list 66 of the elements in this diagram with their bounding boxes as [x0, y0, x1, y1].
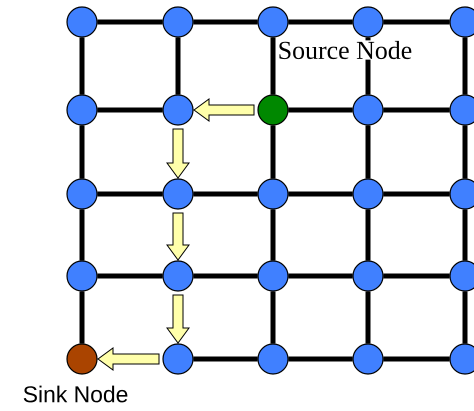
graph-node — [162, 343, 194, 375]
grid-line — [98, 274, 162, 278]
grid-line — [80, 38, 84, 94]
grid-line — [80, 210, 84, 260]
graph-node — [257, 6, 289, 38]
grid-line — [98, 108, 162, 112]
graph-node — [257, 260, 289, 292]
grid-line — [288, 356, 352, 362]
grid-line — [462, 38, 468, 94]
graph-node — [66, 178, 98, 210]
graph-node — [449, 94, 474, 126]
graph-node — [66, 94, 98, 126]
grid-line — [384, 356, 450, 362]
grid-line — [288, 20, 352, 24]
grid-line — [270, 126, 276, 178]
graph-node — [66, 260, 98, 292]
graph-node — [352, 178, 384, 210]
graph-node — [449, 6, 474, 38]
grid-line — [194, 274, 258, 278]
grid-line — [270, 210, 276, 260]
grid-line — [194, 20, 258, 24]
grid-line — [270, 292, 276, 344]
graph-node — [162, 6, 194, 38]
graph-node — [257, 178, 289, 210]
graph-node — [352, 6, 384, 38]
grid-line — [80, 126, 84, 178]
graph-node — [449, 343, 474, 375]
grid-line — [288, 192, 352, 196]
grid-line — [288, 108, 352, 112]
grid-line — [384, 274, 450, 278]
grid-line — [384, 20, 450, 24]
grid-line — [194, 356, 258, 362]
grid-line — [176, 38, 180, 94]
node-label: Sink Node — [22, 385, 129, 403]
graph-node — [66, 6, 98, 38]
grid-line — [384, 108, 450, 112]
grid-line — [194, 192, 258, 196]
grid-line — [366, 292, 370, 344]
graph-node — [162, 260, 194, 292]
grid-line — [98, 20, 162, 24]
grid-line — [80, 292, 84, 344]
block-arrow — [166, 294, 190, 344]
graph-node — [257, 94, 289, 126]
graph-node — [257, 343, 289, 375]
block-arrow — [97, 347, 160, 371]
graph-node — [449, 178, 474, 210]
graph-node — [162, 178, 194, 210]
graph-node — [162, 94, 194, 126]
grid-line — [270, 38, 276, 94]
block-arrow — [166, 212, 190, 261]
graph-node — [66, 343, 98, 375]
grid-line — [366, 126, 370, 178]
graph-node — [449, 260, 474, 292]
graph-node — [352, 343, 384, 375]
grid-line — [98, 192, 162, 196]
graph-node — [352, 94, 384, 126]
graph-node — [352, 260, 384, 292]
block-arrow — [166, 128, 190, 179]
block-arrow — [193, 98, 254, 122]
grid-line — [462, 126, 468, 178]
grid-line — [462, 210, 468, 260]
grid-line — [462, 292, 468, 344]
label-text: Source Node — [277, 40, 413, 60]
grid-line — [384, 192, 450, 196]
grid-line — [366, 210, 370, 260]
grid-line — [288, 274, 352, 278]
